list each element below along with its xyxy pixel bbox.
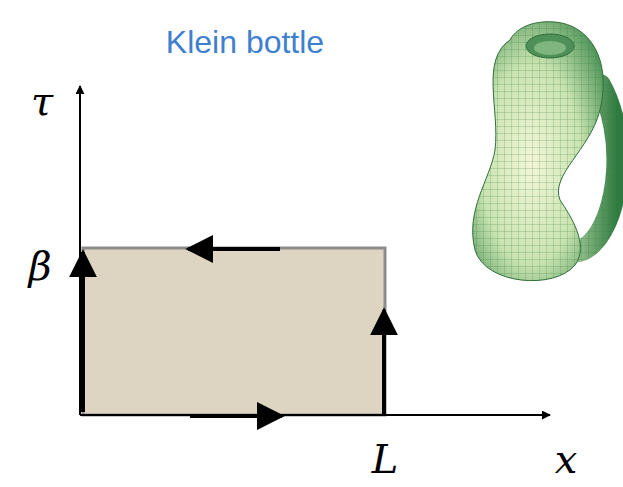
- axis-label: τ: [31, 81, 53, 121]
- fundamental-domain: [83, 248, 385, 415]
- diagram-title: Klein bottle: [166, 26, 324, 58]
- x-axis: [80, 414, 550, 416]
- edge-arrow: [188, 247, 280, 251]
- klein-bottle-picture: [473, 22, 618, 281]
- edge-arrow: [190, 414, 282, 418]
- edge-arrow: [81, 252, 85, 412]
- axis-tick-label: β: [28, 246, 51, 286]
- axis-label: x: [555, 439, 578, 479]
- tau-axis: [79, 86, 81, 415]
- axis-tick-label: L: [372, 439, 399, 479]
- edge-arrow: [382, 310, 386, 414]
